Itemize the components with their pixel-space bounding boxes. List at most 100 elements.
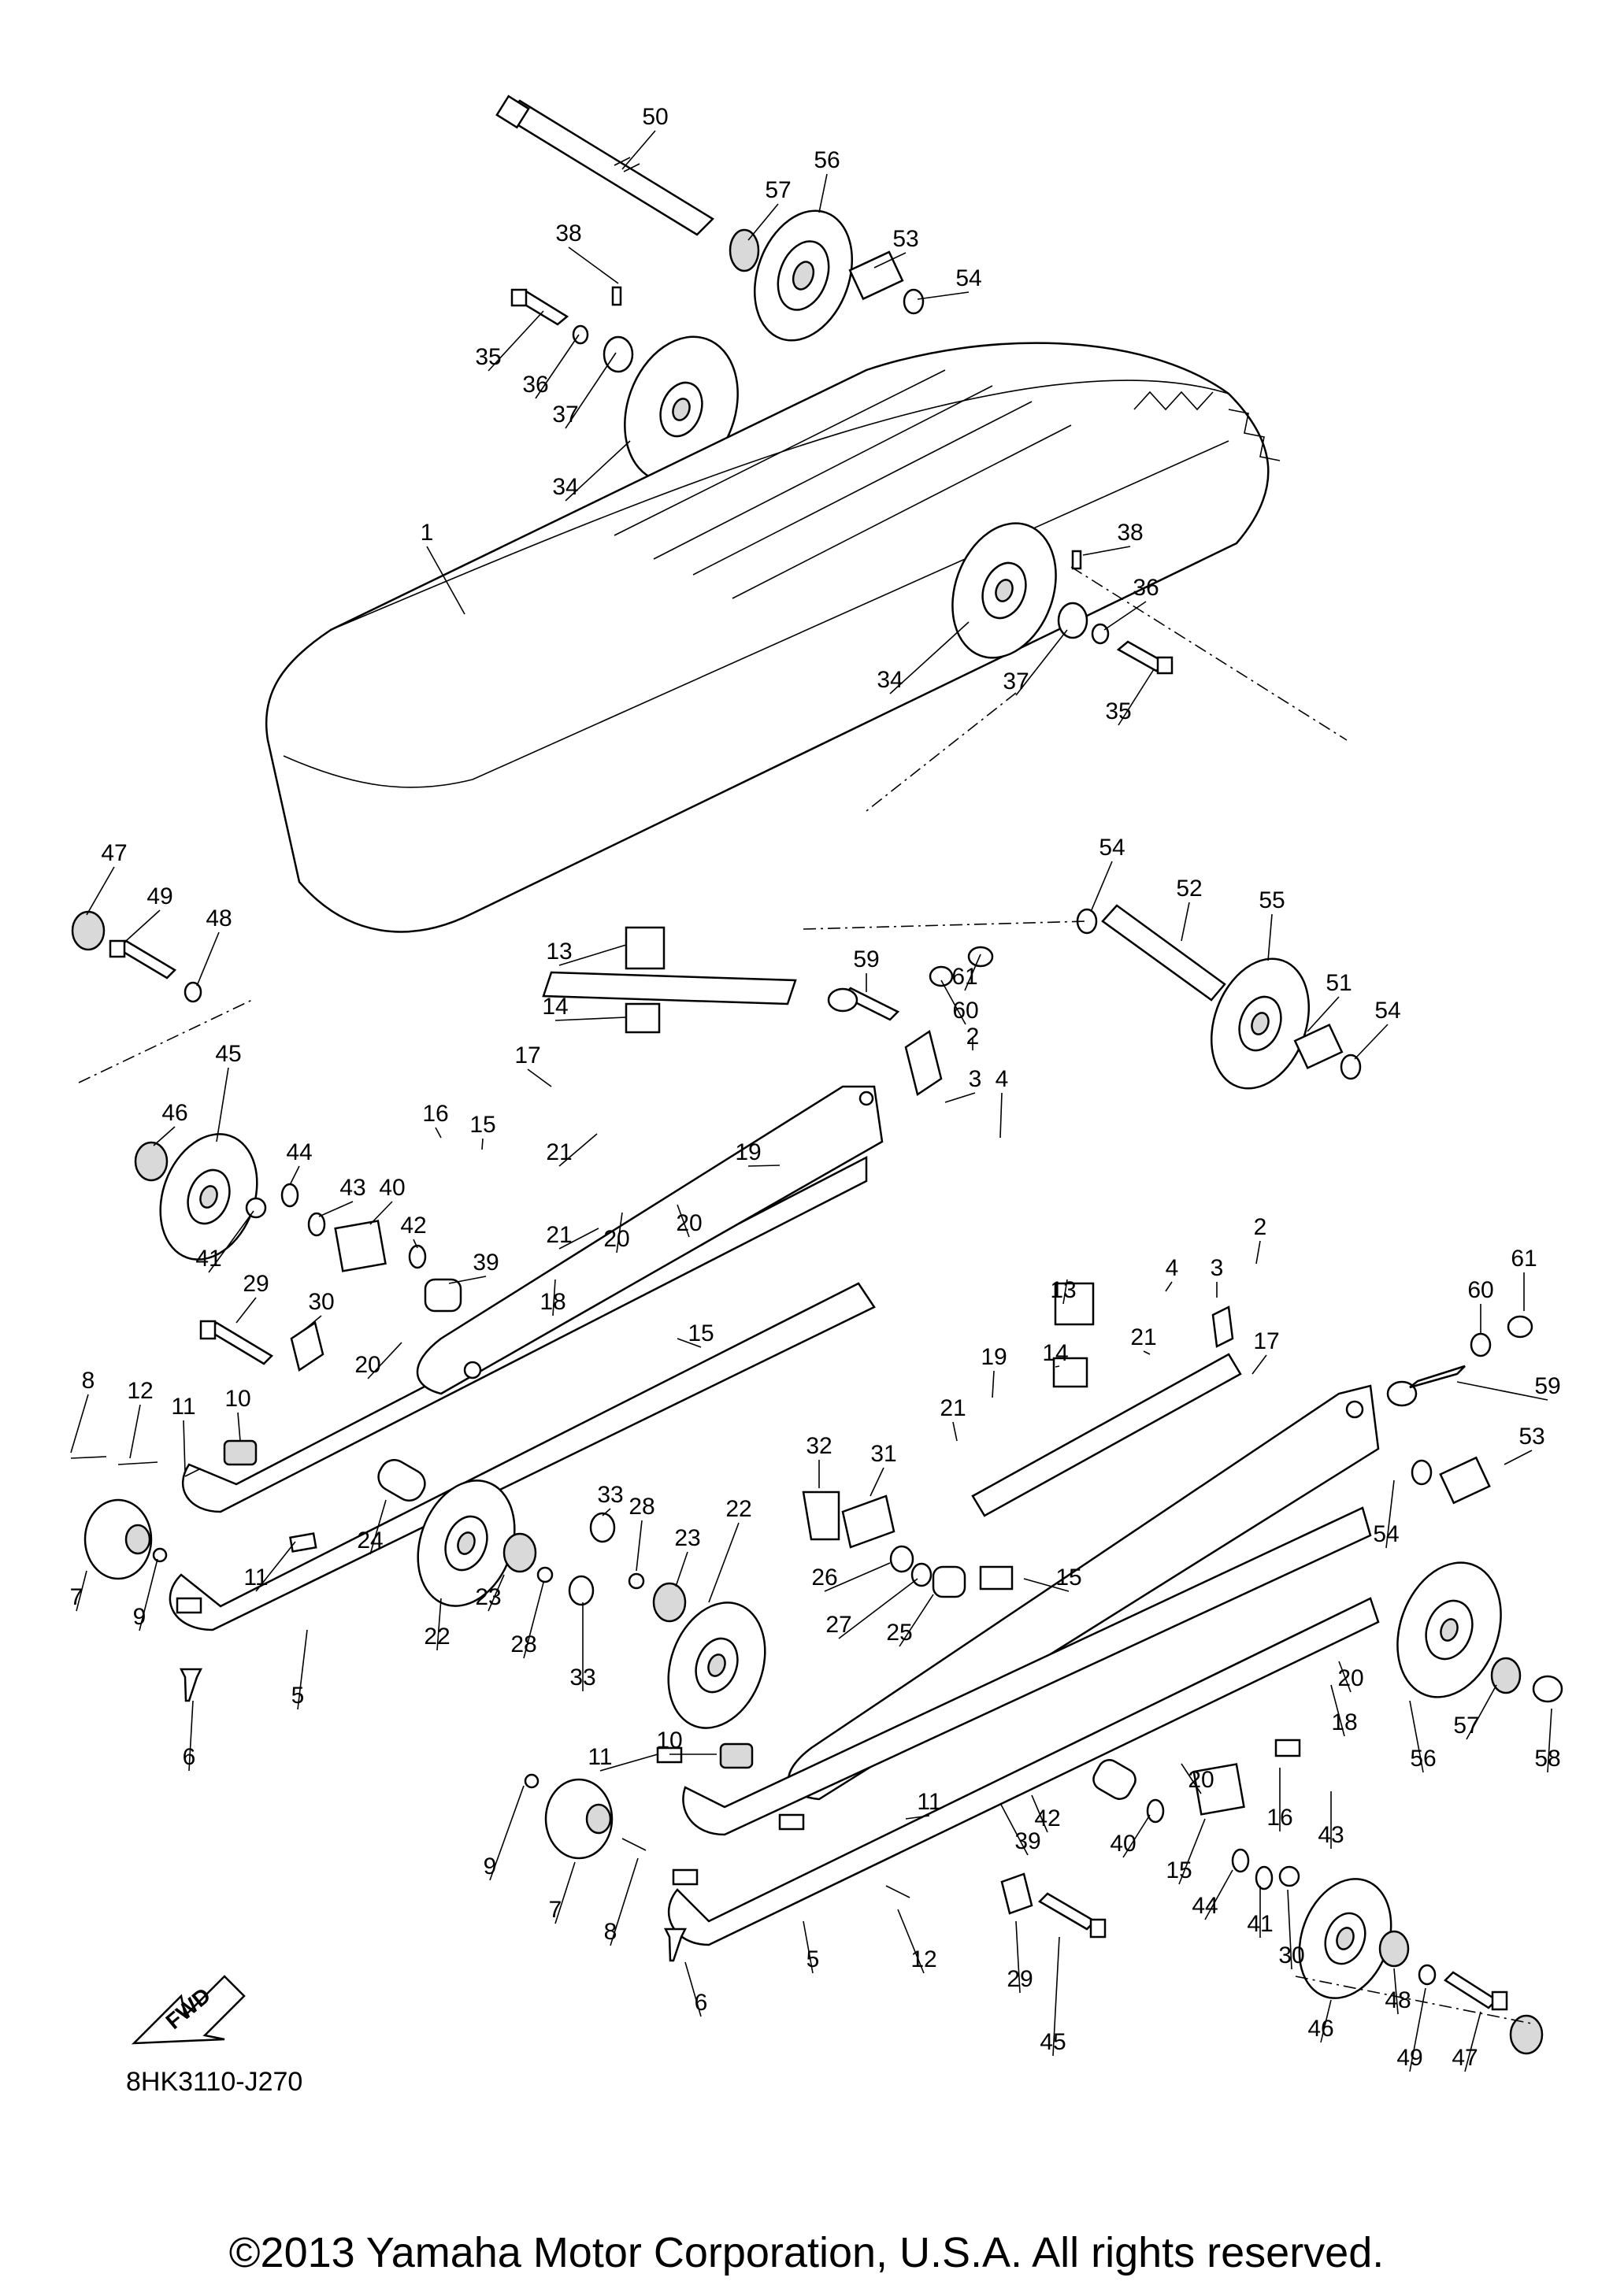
callout-number: 41 [1247, 1911, 1273, 1937]
callout-number: 31 [870, 1441, 896, 1467]
leader-line [70, 1394, 89, 1454]
bearing [1490, 1657, 1522, 1694]
callout-number: 44 [1192, 1893, 1218, 1919]
leader-line [426, 546, 465, 615]
roller [544, 1778, 614, 1860]
callout-number: 25 [886, 1620, 912, 1646]
leader-line [369, 1499, 387, 1555]
callout-number: 7 [70, 1584, 83, 1610]
callout-number: 20 [603, 1226, 629, 1252]
callout-number: 36 [1133, 575, 1159, 601]
callout-number: 37 [552, 402, 578, 428]
callout-number: 42 [400, 1213, 426, 1239]
leader-line [302, 1315, 322, 1331]
callout-number: 46 [1307, 2016, 1333, 2042]
leader-line [838, 1578, 918, 1639]
callout-number: 20 [354, 1352, 380, 1378]
leader-line [488, 1574, 505, 1612]
callout-number: 49 [146, 883, 172, 909]
leader-line [413, 1239, 418, 1249]
callout-number: 48 [1385, 1987, 1411, 2013]
stopper [656, 1746, 683, 1764]
rail-frame [416, 971, 884, 1395]
bearing [1378, 1930, 1410, 1968]
copyright-notice: ©2013 Yamaha Motor Corporation, U.S.A. A… [228, 2229, 1385, 2276]
collar [848, 250, 904, 301]
nut [967, 946, 994, 968]
leader-line [489, 1785, 525, 1881]
leader-line [803, 1920, 814, 1974]
callout-number: 29 [243, 1271, 269, 1297]
pivot-bracket [841, 1494, 895, 1549]
leader-line [616, 1212, 623, 1254]
callout-number: 43 [339, 1175, 365, 1201]
track-belt [265, 342, 1281, 933]
rivet [70, 1456, 107, 1459]
leader-line [527, 1068, 552, 1087]
leader-line [1118, 668, 1155, 726]
callout-number: 17 [514, 1042, 540, 1068]
bolt [1386, 1365, 1466, 1407]
bolt [1116, 640, 1174, 675]
leader-line [1052, 1936, 1060, 2057]
leader-line [129, 1404, 141, 1459]
leader-line [708, 1522, 740, 1603]
collar [589, 1512, 616, 1543]
axle-shaft [495, 94, 715, 236]
leader-line [599, 1753, 658, 1772]
callout-number: 14 [1042, 1340, 1068, 1366]
end-cap [223, 1439, 258, 1466]
leader-line [235, 1297, 257, 1324]
callout-number: 19 [981, 1344, 1007, 1370]
leader-line [1330, 1684, 1345, 1737]
collar [1439, 1456, 1491, 1505]
washer [910, 1562, 933, 1587]
leader-line [1062, 1279, 1068, 1305]
leader-line [1456, 1381, 1548, 1401]
bolt [510, 288, 569, 326]
spacer [932, 1565, 966, 1598]
callout-number: 34 [877, 667, 903, 693]
spacer [424, 1278, 462, 1313]
o-ring [1146, 1798, 1165, 1824]
bearing [134, 1141, 169, 1182]
washer [572, 324, 589, 345]
callout-number: 29 [1007, 1966, 1033, 1992]
leader-line [1393, 1968, 1399, 2015]
rivet [184, 1468, 202, 1477]
callout-number: 9 [484, 1853, 497, 1879]
washer [152, 1547, 168, 1563]
callout-number: 56 [1410, 1746, 1436, 1772]
leader-line [940, 980, 966, 1025]
callout-number: 12 [127, 1378, 153, 1404]
leader-line [899, 1594, 934, 1647]
slide-rail [668, 1506, 1380, 1946]
leader-line [1354, 1024, 1389, 1060]
leader-line [952, 1421, 958, 1442]
leader-line [188, 1700, 194, 1772]
callout-number: 52 [1176, 876, 1202, 902]
idler-wheel [753, 209, 854, 342]
leader-line [367, 1342, 402, 1379]
leader-line [86, 866, 115, 916]
leader-line [873, 252, 907, 268]
callout-number: 57 [1453, 1713, 1479, 1739]
slide-rail [169, 1155, 876, 1631]
o-ring [1255, 1865, 1274, 1890]
rear-axle-assembly [803, 904, 1362, 1090]
callout-number: 2 [966, 1024, 980, 1050]
collar [1293, 1023, 1344, 1070]
leader-line [1267, 913, 1273, 961]
callout-number: 23 [475, 1584, 501, 1610]
screw [179, 1668, 203, 1702]
callout-number: 13 [1050, 1277, 1076, 1303]
callout-number: 61 [1511, 1246, 1537, 1272]
callout-number: 48 [206, 905, 232, 931]
leader-line [610, 1857, 639, 1946]
leader-line [297, 1629, 308, 1710]
idler-wheel [667, 1602, 766, 1729]
leader-line [481, 1138, 484, 1150]
leader-line [1287, 1889, 1292, 1970]
bearing [652, 1582, 687, 1623]
